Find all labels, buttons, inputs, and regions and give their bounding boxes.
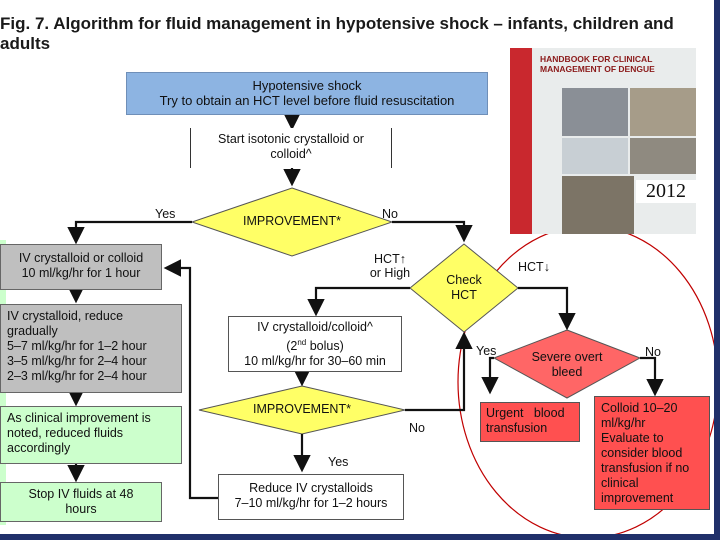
yes-label-2: Yes (476, 344, 497, 358)
reduce-gradually-box: IV crystalloid, reduce gradually 5–7 ml/… (0, 304, 182, 393)
cover-photo-patient (562, 88, 628, 136)
no-label-1: No (382, 207, 398, 221)
check-hct-line-1: Check (446, 273, 482, 287)
yes-label-3: Yes (328, 455, 349, 469)
cover-photo-patient-bed (562, 138, 628, 174)
reduce-iv-crystalloids-line-2: 7–10 ml/kg/hr for 1–2 hours (234, 496, 388, 510)
improvement-1-label: IMPROVEMENT* (243, 214, 341, 228)
no-label-2: No (645, 345, 661, 359)
hct-high-label: HCT↑ or High (362, 252, 418, 280)
reduce-gradually-line-2: gradually (7, 324, 58, 338)
stop-iv-fluids-line-2: hours (65, 502, 97, 516)
check-hct-line-2: HCT (451, 288, 477, 302)
colloid-line-6: clinical (601, 476, 639, 490)
cover-red-spine (510, 48, 532, 234)
iv-crystalloid-10ml-line-1: IV crystalloid or colloid (18, 251, 144, 265)
severe-bleed-diamond (492, 329, 642, 399)
second-bolus-line-2: (2nd bolus) (286, 338, 344, 354)
clinical-improvement-line-1: As clinical improvement is (7, 411, 151, 425)
colloid-line-1: Colloid 10–20 (601, 401, 678, 415)
cover-title-line-2: MANAGEMENT OF DENGUE (540, 64, 655, 74)
colloid-box: Colloid 10–20 ml/kg/hr Evaluate to consi… (594, 396, 710, 510)
reduce-iv-crystalloids-box: Reduce IV crystalloids 7–10 ml/kg/hr for… (218, 474, 404, 520)
handbook-cover-image: HANDBOOK FOR CLINICAL MANAGEMENT OF DENG… (510, 48, 696, 234)
slide-frame-bottom (0, 534, 720, 540)
colloid-line-5: transfusion if no (601, 461, 690, 475)
second-bolus-line-3: 10 ml/kg/hr for 30–60 min (244, 354, 386, 369)
yes-label-1: Yes (155, 207, 176, 221)
stop-iv-fluids-box: Stop IV fluids at 48 hours (0, 482, 162, 522)
severe-bleed-label: Severe overt bleed (517, 350, 617, 380)
hct-high-line-2: or High (369, 266, 411, 280)
stop-iv-fluids-line-1: Stop IV fluids at 48 (28, 487, 134, 501)
hct-high-line-1: HCT↑ (374, 252, 406, 266)
iv-crystalloid-10ml-box: IV crystalloid or colloid 10 ml/kg/hr fo… (0, 244, 162, 290)
check-hct-label: Check HCT (424, 273, 504, 303)
cover-photo-tires (630, 138, 696, 174)
urgent-transfusion-line-2: transfusion (486, 421, 548, 435)
reduce-gradually-line-4: 3–5 ml/kg/hr for 2–4 hour (7, 354, 147, 368)
start-fluid-line-1: Start isotonic crystalloid or (218, 132, 364, 146)
hct-low-label: HCT↓ (518, 260, 550, 274)
severe-bleed-line-1: Severe overt (531, 350, 603, 364)
colloid-line-2: ml/kg/hr (601, 416, 646, 430)
slide-frame-right (714, 0, 720, 534)
hypotensive-shock-box: Hypotensive shock Try to obtain an HCT l… (126, 72, 488, 115)
severe-bleed-line-2: bleed (551, 365, 583, 379)
page-title: Fig. 7. Algorithm for fluid management i… (0, 14, 720, 54)
no-label-3: No (409, 421, 425, 435)
cover-photo-well (562, 176, 634, 234)
reduce-gradually-line-5: 2–3 ml/kg/hr for 2–4 hour (7, 369, 147, 383)
reduce-gradually-line-1: IV crystalloid, reduce (7, 309, 124, 323)
cover-year: 2012 (636, 180, 696, 203)
improvement-2-label: IMPROVEMENT* (253, 402, 351, 416)
urgent-transfusion-box: Urgent blood transfusion (480, 402, 580, 442)
second-bolus-box: IV crystalloid/colloid^ (2nd bolus) 10 m… (228, 316, 402, 372)
clinical-improvement-box: As clinical improvement is noted, reduce… (0, 406, 182, 464)
reduce-gradually-line-3: 5–7 ml/kg/hr for 1–2 hour (7, 339, 147, 353)
title-line-1: Fig. 7. Algorithm for fluid management i… (0, 14, 674, 33)
reduce-iv-crystalloids-line-1: Reduce IV crystalloids (249, 481, 373, 495)
title-line-2: adults (0, 34, 51, 53)
urgent-transfusion-line-1: Urgent blood (486, 406, 565, 420)
clinical-improvement-line-2: noted, reduced fluids (7, 426, 124, 440)
hypotensive-shock-line-1: Hypotensive shock (252, 78, 362, 93)
colloid-line-4: consider blood (601, 446, 683, 460)
cover-title: HANDBOOK FOR CLINICAL MANAGEMENT OF DENG… (540, 54, 696, 74)
cover-title-line-1: HANDBOOK FOR CLINICAL (540, 54, 653, 64)
second-bolus-line-1: IV crystalloid/colloid^ (257, 320, 373, 334)
colloid-line-3: Evaluate to (601, 431, 664, 445)
clinical-improvement-line-3: accordingly (7, 441, 71, 455)
hypotensive-shock-line-2: Try to obtain an HCT level before fluid … (159, 93, 455, 108)
colloid-line-7: improvement (601, 491, 674, 505)
start-fluid-box: Start isotonic crystalloid or colloid^ (190, 128, 392, 168)
improvement-diamond-1 (190, 187, 394, 257)
iv-crystalloid-10ml-line-2: 10 ml/kg/hr for 1 hour (21, 266, 141, 280)
start-fluid-line-2: colloid^ (270, 147, 312, 161)
cover-photo-water-jars (630, 88, 696, 136)
